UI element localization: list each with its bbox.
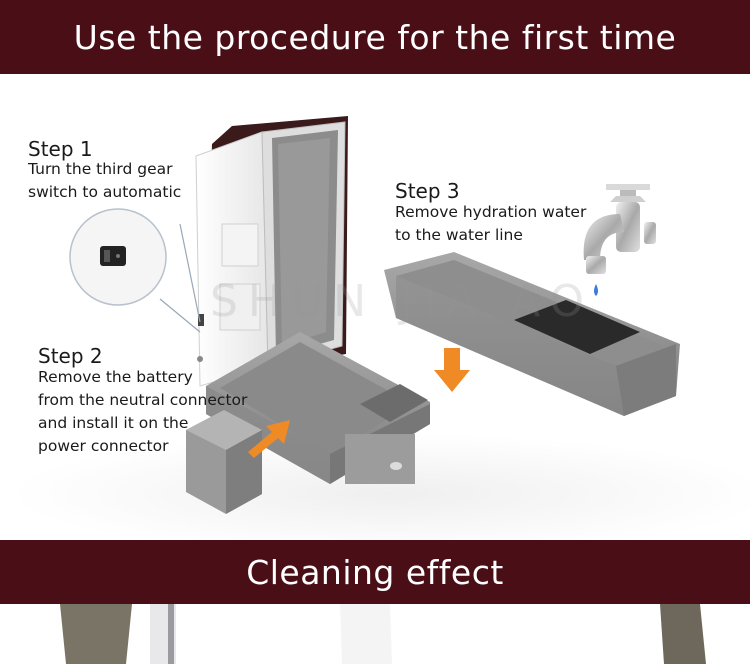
step2-line: power connector	[38, 437, 169, 455]
cleaning-effect-title: Cleaning effect	[246, 552, 504, 592]
step3-title: Step 3	[395, 179, 460, 203]
cleaning-photo-graphic	[0, 604, 750, 664]
step2-line: Remove the battery	[38, 368, 193, 386]
step3-text: Remove hydration water to the water line	[395, 201, 586, 247]
step1-title: Step 1	[28, 137, 93, 161]
arrow-step3-icon	[434, 348, 470, 392]
top-banner: Use the procedure for the first time	[0, 0, 750, 74]
step2-title: Step 2	[38, 344, 103, 368]
section-banner: Cleaning effect	[0, 540, 750, 604]
step1-line: Turn the third gear	[28, 160, 173, 178]
product-illustration: SHUN JIA AO Step 1 Turn the third gear s…	[0, 74, 750, 540]
switch-zoom-circle	[69, 208, 167, 306]
water-tank	[384, 252, 680, 416]
cleaning-effect-photo	[0, 604, 750, 664]
step2-line: from the neutral connector	[38, 391, 248, 409]
step2-line: and install it on the	[38, 414, 189, 432]
arrow-step2-icon	[248, 420, 290, 458]
step3-line: to the water line	[395, 226, 523, 244]
procedure-title: Use the procedure for the first time	[73, 17, 677, 57]
product-diagram	[10, 116, 750, 540]
base-tray	[206, 332, 430, 484]
step3-line: Remove hydration water	[395, 203, 587, 221]
step2-text: Remove the battery from the neutral conn…	[38, 366, 247, 458]
watermark-text: SHUN JIA AO	[210, 276, 595, 327]
step1-text: Turn the third gear switch to automatic	[28, 158, 181, 204]
machine-body	[195, 116, 348, 387]
faucet-icon	[583, 184, 656, 296]
step1-line: switch to automatic	[28, 183, 182, 201]
